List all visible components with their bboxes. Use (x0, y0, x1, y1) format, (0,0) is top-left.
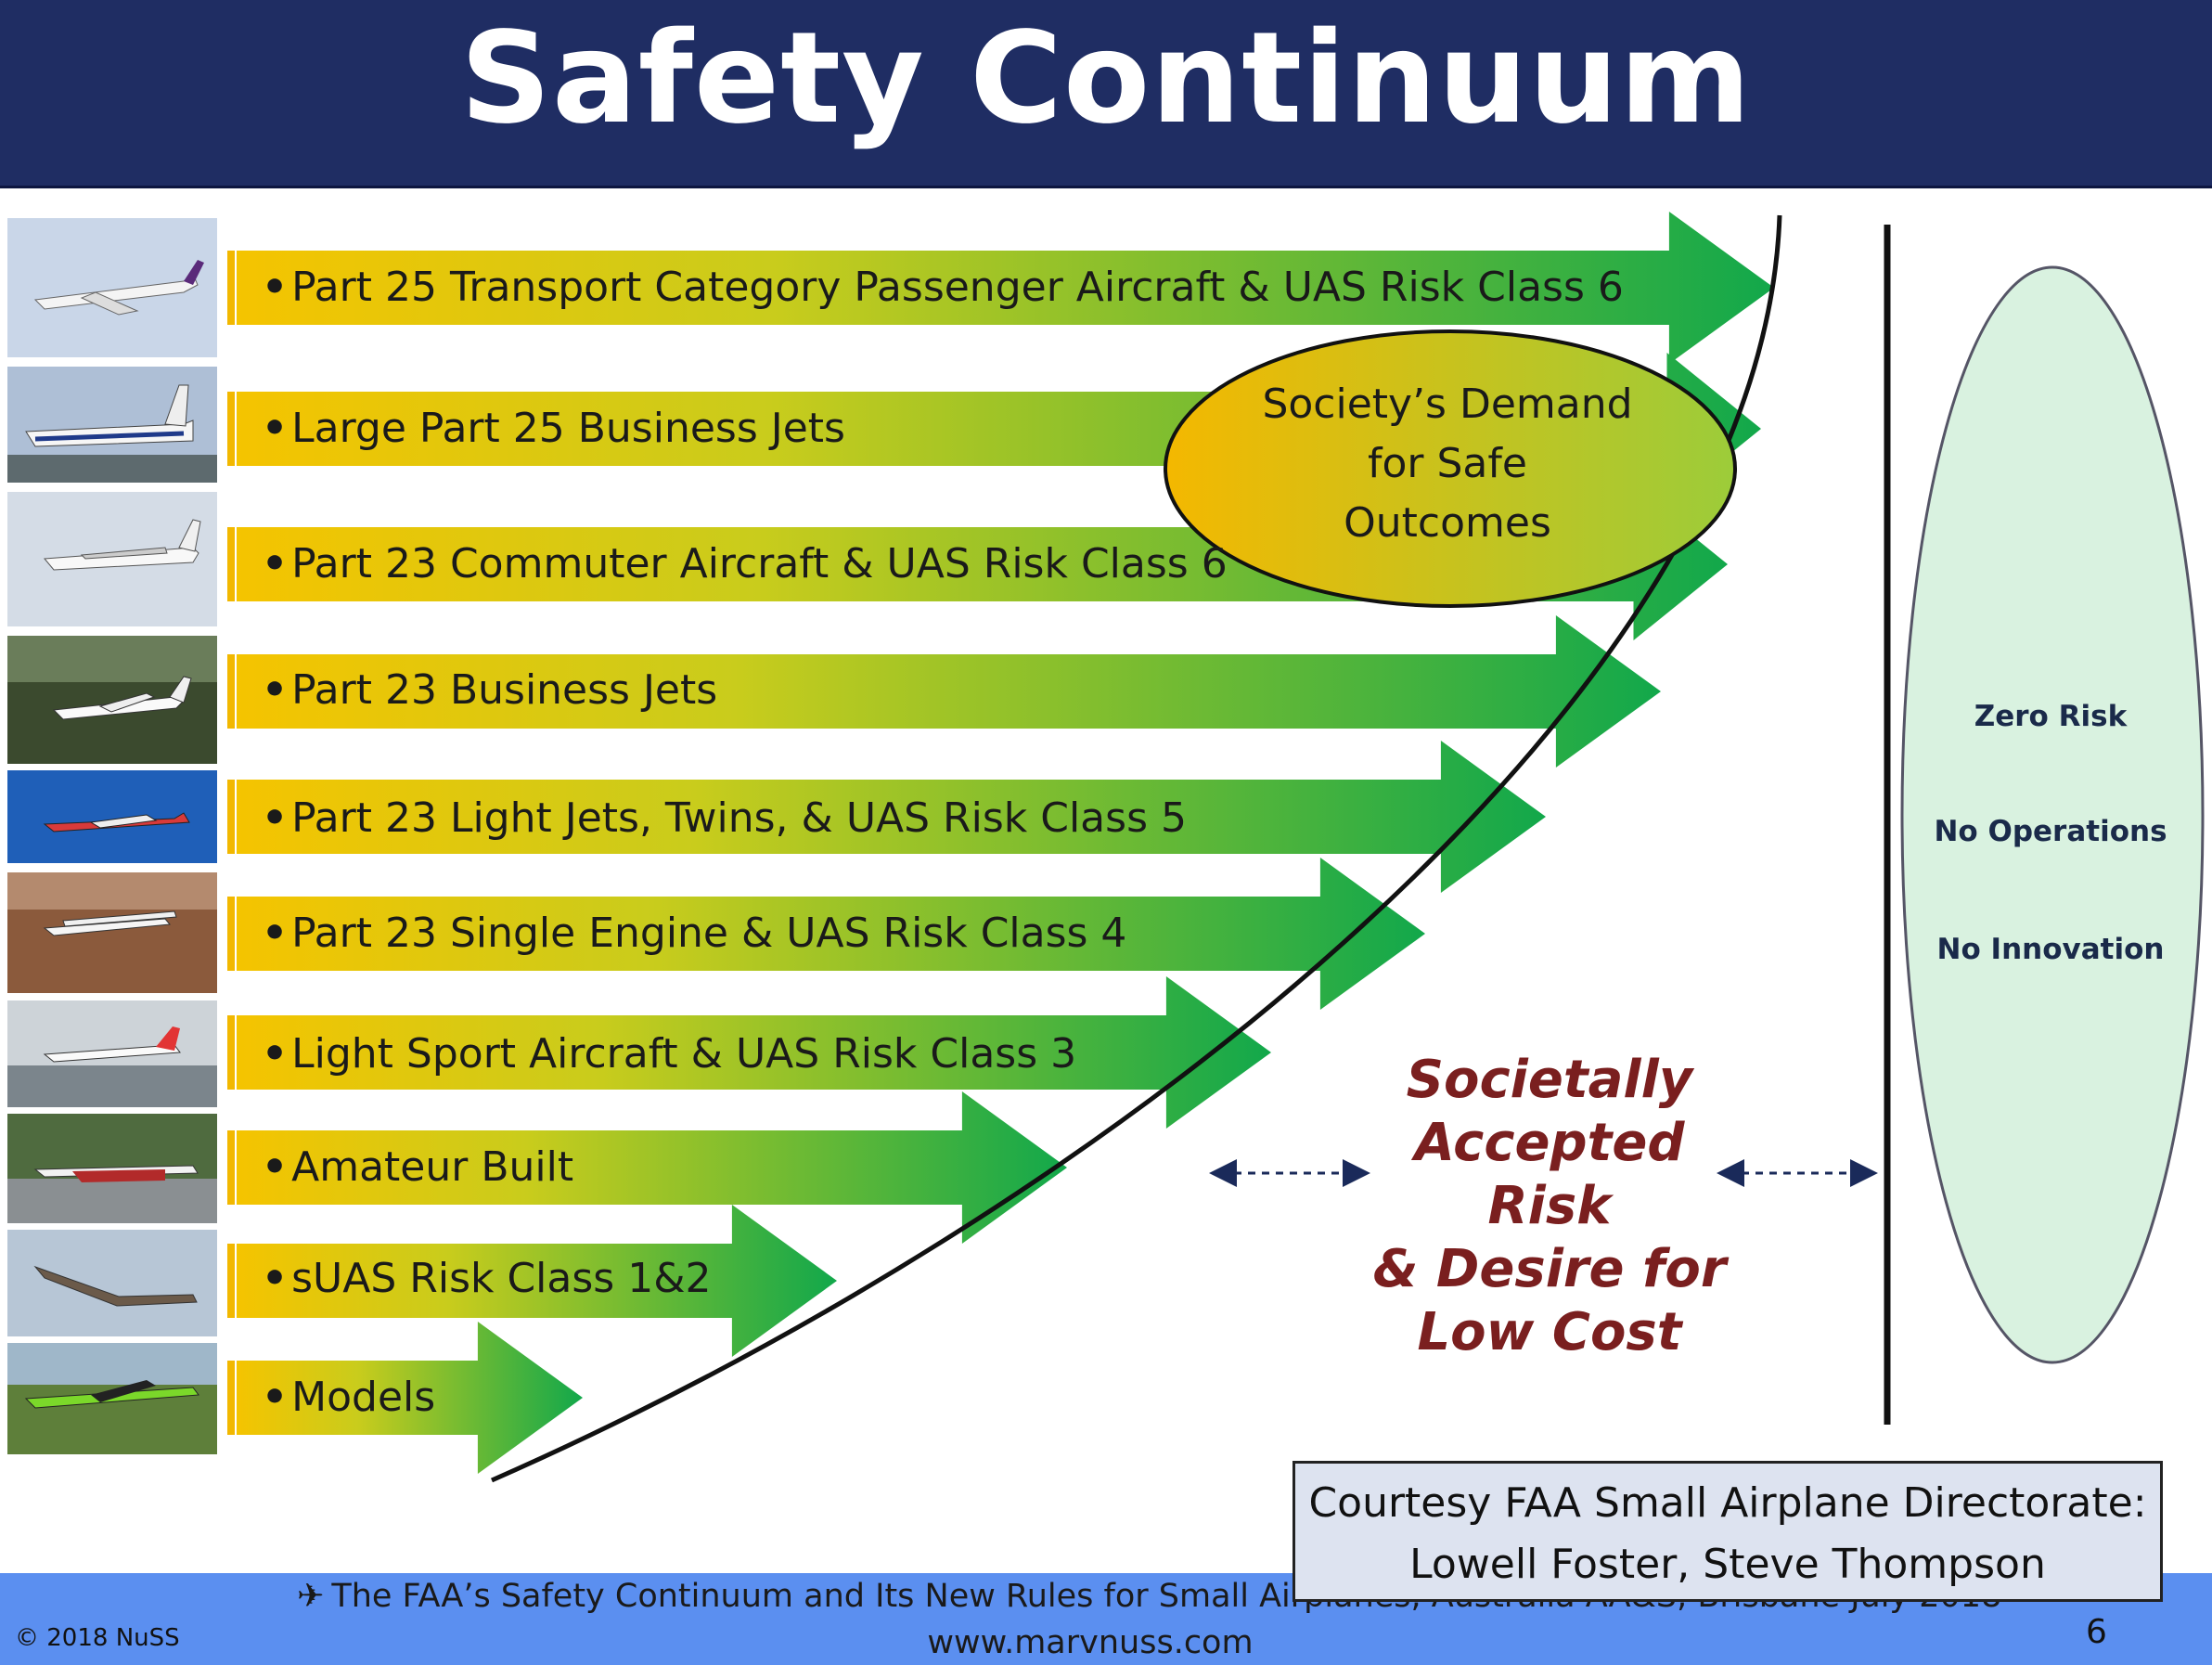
copyright: © 2018 NuSS (15, 1624, 180, 1652)
continuum-arrow-1 (237, 212, 1774, 364)
arrow-label-suas: •sUAS Risk Class 1&2 (262, 1255, 712, 1302)
suas-photo (7, 1230, 223, 1336)
arrow-tail-2 (227, 392, 235, 466)
arrow-label-large-part25-bizjets: •Large Part 25 Business Jets (262, 405, 845, 452)
continuum-arrow-3 (237, 488, 1728, 640)
continuum-curve (490, 214, 1782, 1483)
arrow-label-part23-bizjets: •Part 23 Business Jets (262, 666, 718, 714)
continuum-arrow-2 (237, 353, 1761, 505)
arrow-label-part25-transport: •Part 25 Transport Category Passenger Ai… (262, 264, 1624, 311)
demand-ellipse (1164, 329, 1737, 608)
amateur-built-photo (7, 1114, 223, 1223)
demand-label: Society’s Demand for Safe Outcomes (1262, 381, 1633, 547)
airplane-icon: ✈ (297, 1578, 325, 1615)
footer-url[interactable]: www.marvnuss.com (927, 1624, 1254, 1661)
bizjet-photo (7, 636, 223, 764)
arrow-tail-7 (227, 1015, 235, 1090)
continuum-arrow-6 (237, 858, 1425, 1010)
arrow-tail-8 (227, 1130, 235, 1205)
courtesy-box: Courtesy FAA Small Airplane Directorate:… (1292, 1461, 2163, 1602)
light-sport-photo (7, 1000, 223, 1107)
continuum-arrow-4 (237, 615, 1661, 768)
continuum-arrow-10 (237, 1322, 583, 1474)
arrow-label-models: •Models (262, 1374, 436, 1421)
continuum-arrow-9 (237, 1205, 837, 1357)
single-engine-photo (7, 872, 223, 993)
arrow-label-part23-light-jets: •Part 23 Light Jets, Twins, & UAS Risk C… (262, 794, 1187, 842)
arrow-tail-10 (227, 1361, 235, 1435)
arrow-tail-1 (227, 251, 235, 325)
page-number: 6 (2086, 1613, 2107, 1651)
business-jet-photo (7, 367, 223, 483)
no-operations-label: No Operations (1934, 815, 2167, 848)
continuum-arrow-7 (237, 976, 1271, 1129)
light-jet-photo (7, 770, 223, 863)
continuum-arrow-8 (237, 1091, 1067, 1244)
zero-risk-label: Zero Risk (1974, 700, 2128, 733)
accepted-risk-label: Societally Accepted Risk & Desire for Lo… (1372, 1050, 1727, 1362)
arrow-tail-9 (227, 1244, 235, 1318)
slide-title: Safety Continuum (459, 6, 1752, 152)
arrow-label-amateur-built: •Amateur Built (262, 1143, 574, 1191)
arrow-label-part23-commuter: •Part 23 Commuter Aircraft & UAS Risk Cl… (262, 540, 1228, 587)
commuter-photo (7, 492, 223, 626)
arrow-label-light-sport: •Light Sport Aircraft & UAS Risk Class 3 (262, 1030, 1077, 1078)
no-innovation-label: No Innovation (1936, 933, 2165, 966)
arrow-tail-4 (227, 654, 235, 729)
arrow-tail-6 (227, 897, 235, 971)
model-aircraft-photo (7, 1343, 223, 1454)
zero-risk-oval (1900, 265, 2205, 1364)
title-bar (0, 0, 2212, 188)
arrow-tail-3 (227, 527, 235, 601)
arrow-label-part23-single-engine: •Part 23 Single Engine & UAS Risk Class … (262, 910, 1127, 957)
continuum-arrow-5 (237, 741, 1546, 893)
airliner-photo (7, 218, 223, 357)
arrow-tail-5 (227, 780, 235, 854)
